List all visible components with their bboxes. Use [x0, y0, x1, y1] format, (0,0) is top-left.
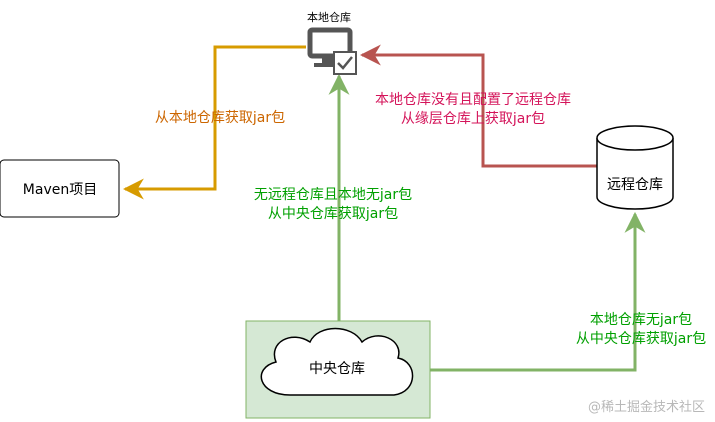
label-central-to-remote-line2: 从中央仓库获取jar包 — [576, 331, 706, 347]
maven-project-label: Maven项目 — [23, 182, 97, 198]
label-central-to-local-line1: 无远程仓库且本地无jar包 — [254, 187, 412, 203]
edge-central-to-remote — [430, 211, 646, 372]
watermark: @稀土掘金技术社区 — [588, 399, 705, 415]
maven-project-box — [0, 159, 120, 218]
label-remote-to-local-line2: 从缘层仓库上获取jar包 — [401, 111, 545, 127]
remote-repo-label: 远程仓库 — [607, 177, 663, 193]
monitor-check-icon — [307, 27, 357, 75]
local-repo-label: 本地仓库 — [307, 10, 351, 24]
label-local-to-maven: 从本地仓库获取jar包 — [155, 110, 285, 126]
database-cylinder-icon — [596, 125, 674, 210]
cloud-icon — [260, 327, 414, 396]
label-remote-to-local-line1: 本地仓库没有且配置了远程仓库 — [375, 92, 571, 108]
edge-local-to-maven — [122, 45, 306, 200]
edge-remote-to-local — [359, 44, 597, 168]
label-central-to-remote-line1: 本地仓库无jar包 — [590, 312, 692, 328]
central-repo-label: 中央仓库 — [309, 361, 365, 377]
label-central-to-local-line2: 从中央仓库获取jar包 — [268, 206, 398, 222]
